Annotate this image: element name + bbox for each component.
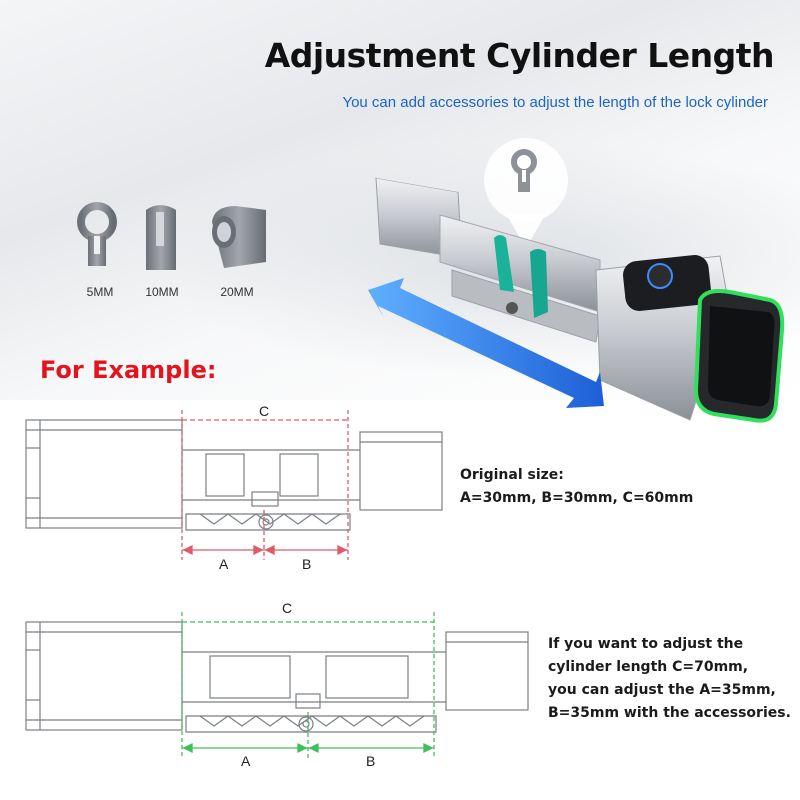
diagram-2-drawing xyxy=(25,621,529,733)
diagram-1-label-c: C xyxy=(259,403,270,419)
diagram-2-label-c: C xyxy=(282,600,293,616)
diagram-1-note: Original size: A=30mm, B=30mm, C=60mm xyxy=(460,464,693,510)
diagram-1-dimensions xyxy=(181,410,349,560)
diagram-1-drawing xyxy=(25,419,443,531)
accessory-label-5mm: 5MM xyxy=(86,285,114,299)
note-line: A=30mm, B=30mm, C=60mm xyxy=(460,490,694,506)
clip-20mm-icon xyxy=(212,206,266,268)
example-heading: For Example: xyxy=(40,356,217,384)
adjustment-arrow-icon xyxy=(368,278,604,408)
note-line: B=35mm with the accessories. xyxy=(548,705,791,721)
diagram-2-label-b: B xyxy=(366,753,376,769)
note-line: Original size: xyxy=(460,467,564,483)
callout-bubble-icon xyxy=(484,138,568,248)
smart-lock-cylinder-image xyxy=(375,172,785,423)
accessory-label-10mm: 10MM xyxy=(145,285,179,299)
note-line: you can adjust the A=35mm, xyxy=(548,682,776,698)
diagram-2-label-a: A xyxy=(241,753,251,769)
diagram-2-dimensions xyxy=(181,612,435,758)
note-line: If you want to adjust the xyxy=(548,636,744,652)
clip-10mm-icon xyxy=(146,205,176,270)
page-title: Adjustment Cylinder Length xyxy=(264,36,775,75)
note-line: cylinder length C=70mm, xyxy=(548,659,749,675)
diagram-1-label-a: A xyxy=(219,556,229,572)
accessory-label-20mm: 20MM xyxy=(220,285,254,299)
clip-5mm-icon xyxy=(77,202,117,266)
diagram-2-note: If you want to adjust the cylinder lengt… xyxy=(548,633,791,725)
page-subtitle: You can add accessories to adjust the le… xyxy=(342,94,768,111)
diagram-1-label-b: B xyxy=(302,556,312,572)
